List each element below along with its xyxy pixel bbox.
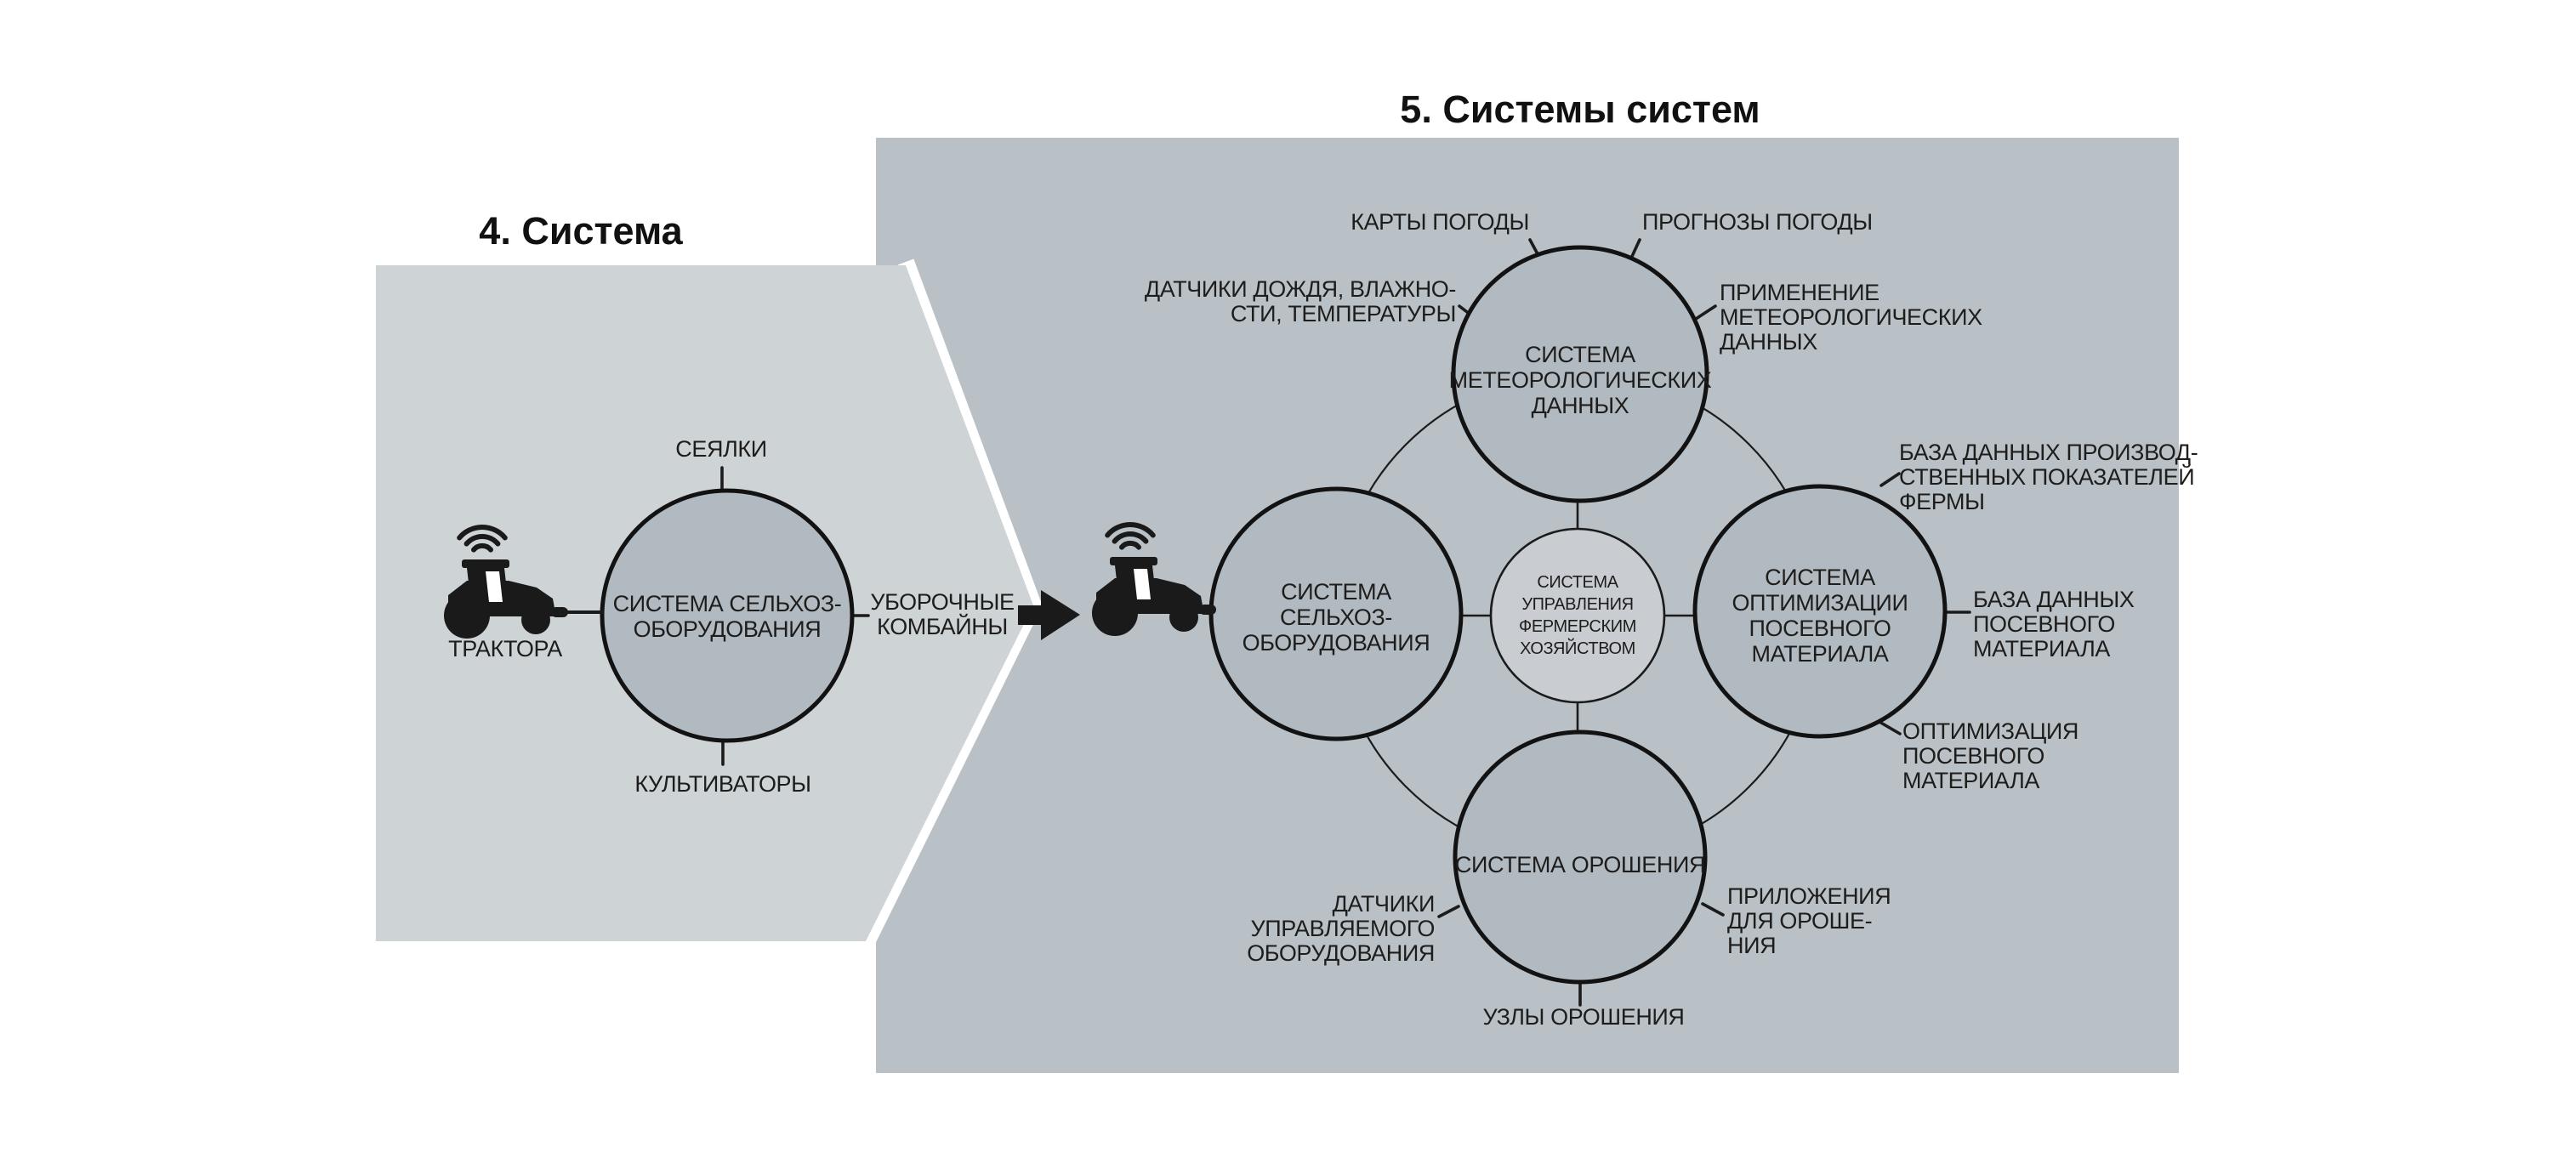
panel4-title: 4. Система xyxy=(479,209,683,253)
hub-connectors xyxy=(1462,500,1694,733)
weather-maps-label: КАРТЫ ПОГОДЫ xyxy=(1351,209,1529,235)
panel5-title: 5. Системы систем xyxy=(1400,88,1760,131)
weather-forecasts-label: ПРОГНОЗЫ ПОГОДЫ xyxy=(1642,209,1873,235)
seeders-label: СЕЯЛКИ xyxy=(675,436,767,462)
equipment-sensors-label: ДАТЧИКИ УПРАВЛЯЕМОГО ОБОРУДОВАНИЯ xyxy=(1247,891,1435,966)
farm-management-hub-circle xyxy=(1489,527,1666,704)
seed-optimization-system-circle xyxy=(1692,484,1948,739)
farm-management-hub-label: СИСТЕМА УПРАВЛЕНИЯ ФЕРМЕРСКИМ ХОЗЯЙСТВОМ xyxy=(1519,573,1636,658)
cultivators-label: КУЛЬТИВАТОРЫ xyxy=(634,771,811,797)
transition-arrow-icon xyxy=(1018,590,1080,640)
harvesters-label: УБОРОЧНЫЕ КОМБАЙНЫ xyxy=(870,589,1015,639)
equipment-system-label-p4: СИСТЕМА СЕЛЬХОЗ- ОБОРУДОВАНИЯ xyxy=(612,591,842,642)
seed-optimization-label: ОПТИМИЗАЦИЯ ПОСЕВНОГО МАТЕРИАЛА xyxy=(1902,718,2078,793)
weather-application-label: ПРИМЕНЕНИЕ МЕТЕОРОЛОГИЧЕСКИХ ДАННЫХ xyxy=(1720,280,1982,355)
seed-db-label: БАЗА ДАННЫХ ПОСЕВНОГО МАТЕРИАЛА xyxy=(1973,587,2135,661)
irrigation-nodes-label: УЗЛЫ ОРОШЕНИЯ xyxy=(1482,1004,1685,1030)
weather-data-system-circle xyxy=(1451,245,1709,503)
farm-performance-db-label: БАЗА ДАННЫХ ПРОИЗВОД- СТВЕННЫХ ПОКАЗАТЕЛ… xyxy=(1899,440,2198,514)
tractors-label: ТРАКТОРА xyxy=(448,636,562,661)
irrigation-system-circle xyxy=(1453,730,1708,985)
seed-optimization-system-label: СИСТЕМА ОПТИМИЗАЦИИ ПОСЕВНОГО МАТЕРИАЛА xyxy=(1732,565,1908,667)
equipment-system-label: СИСТЕМА СЕЛЬХОЗ- ОБОРУДОВАНИЯ xyxy=(1242,579,1430,656)
irrigation-apps-label: ПРИЛОЖЕНИЯ ДЛЯ ОРОШЕ- НИЯ xyxy=(1727,883,1891,958)
irrigation-system-label: СИСТЕМА ОРОШЕНИЯ xyxy=(1454,852,1706,877)
rain-sensors-label: ДАТЧИКИ ДОЖДЯ, ВЛАЖНО- СТИ, ТЕМПЕРАТУРЫ xyxy=(1144,276,1457,326)
equipment-system-circle-p4 xyxy=(600,488,855,743)
weather-data-system-label: СИСТЕМА МЕТЕОРОЛОГИЧЕСКИХ ДАННЫХ xyxy=(1448,342,1712,418)
